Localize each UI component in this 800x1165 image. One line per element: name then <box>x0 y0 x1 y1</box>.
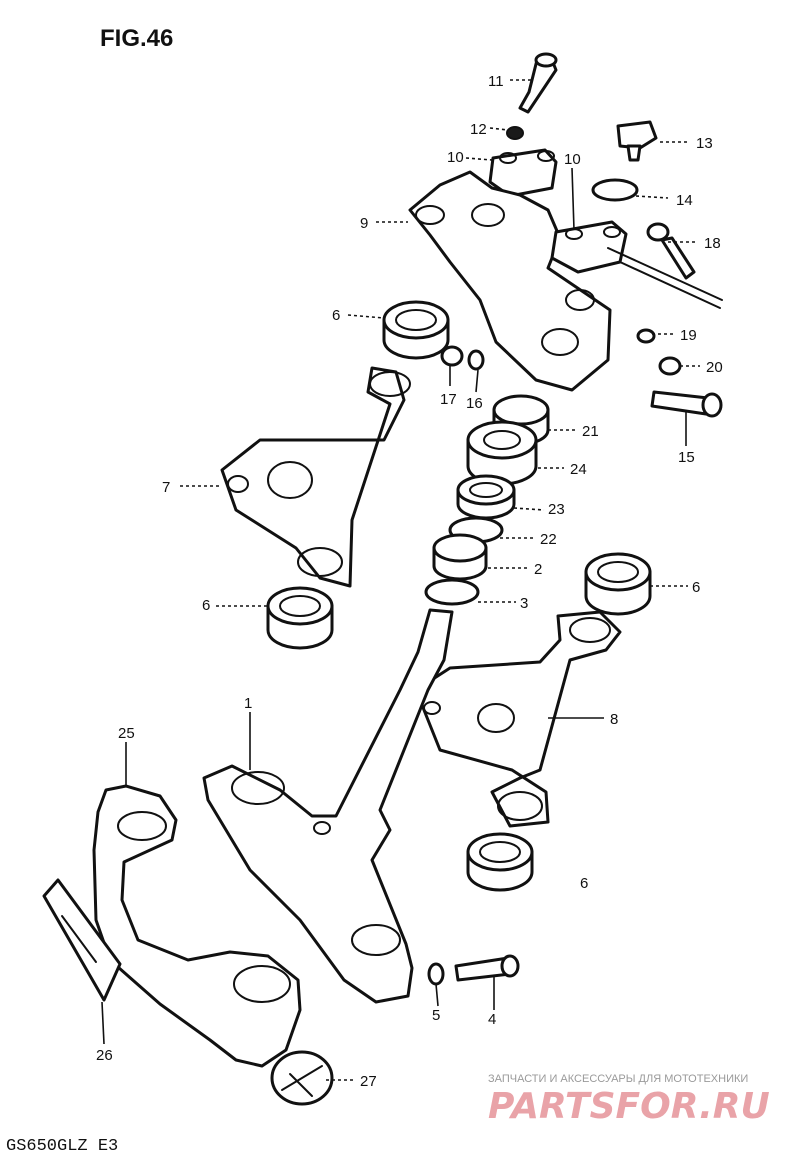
watermark-brand: PARTSFOR.RU <box>488 1086 770 1127</box>
bearing-2 <box>432 533 488 581</box>
callout-1: 1 <box>244 695 252 712</box>
callout-10-right: 10 <box>564 151 581 168</box>
watermark-tagline: ЗАПЧАСТИ И АКСЕССУАРЫ ДЛЯ МОТОТЕХНИКИ <box>488 1073 748 1085</box>
reflector-26 <box>42 878 122 1002</box>
callout-2: 2 <box>534 561 542 578</box>
callout-22: 22 <box>540 531 557 548</box>
callout-14: 14 <box>676 192 693 209</box>
damper-rubber-6-lower <box>466 832 534 892</box>
damper-rubber-6-upper <box>382 300 450 360</box>
callout-11: 11 <box>488 73 504 90</box>
callout-17: 17 <box>440 391 457 408</box>
holder-lower-10 <box>550 220 628 274</box>
bolt-18 <box>646 222 696 280</box>
callout-3: 3 <box>520 595 528 612</box>
callout-26: 26 <box>96 1047 113 1064</box>
callout-13: 13 <box>696 135 713 152</box>
washer-19 <box>636 328 656 344</box>
callout-24: 24 <box>570 461 587 478</box>
bolt-13 <box>616 120 658 162</box>
steering-stem-1 <box>202 608 454 1004</box>
callout-21: 21 <box>582 423 599 440</box>
race-3 <box>424 578 480 606</box>
callout-9: 9 <box>360 215 368 232</box>
callout-10-left: 10 <box>447 149 464 166</box>
upper-bracket-9 <box>408 170 612 392</box>
callout-16: 16 <box>466 395 483 412</box>
callout-12: 12 <box>470 121 487 138</box>
callout-27: 27 <box>360 1073 377 1090</box>
model-code: GS650GLZ E3 <box>6 1137 118 1156</box>
nut-17 <box>440 345 464 367</box>
callout-8: 8 <box>610 711 618 728</box>
nut-20 <box>658 356 682 376</box>
callout-15: 15 <box>678 449 695 466</box>
damper-rubber-6-right <box>584 552 652 616</box>
callout-23: 23 <box>548 501 565 518</box>
washer-14 <box>591 178 639 202</box>
callout-18: 18 <box>704 235 721 252</box>
leader-lines <box>101 79 700 1081</box>
bolt-4 <box>454 954 520 982</box>
callout-5: 5 <box>432 1007 440 1024</box>
mounting-plate-7 <box>220 366 411 588</box>
damper-rubber-6-left <box>266 586 334 650</box>
callout-20: 20 <box>706 359 723 376</box>
washer-16 <box>467 349 485 371</box>
bearing-23 <box>456 474 516 520</box>
callout-6-lower: 6 <box>580 875 588 892</box>
callout-7: 7 <box>162 479 170 496</box>
mounting-plate-8 <box>414 610 622 828</box>
callout-6-right: 6 <box>692 579 700 596</box>
callout-25: 25 <box>118 725 135 742</box>
pointer-line-10 <box>607 247 723 309</box>
figure-title: FIG.46 <box>100 25 173 52</box>
bolt-15 <box>650 390 723 418</box>
cap-27 <box>270 1050 334 1106</box>
callout-19: 19 <box>680 327 697 344</box>
washer-5 <box>427 962 445 986</box>
holder-upper-10 <box>488 148 558 198</box>
callout-6-upper: 6 <box>332 307 340 324</box>
bolt-11 <box>518 52 558 114</box>
callout-6-left: 6 <box>202 597 210 614</box>
callout-4: 4 <box>488 1011 496 1028</box>
nut-12 <box>506 126 524 140</box>
spacer-24 <box>466 420 538 486</box>
